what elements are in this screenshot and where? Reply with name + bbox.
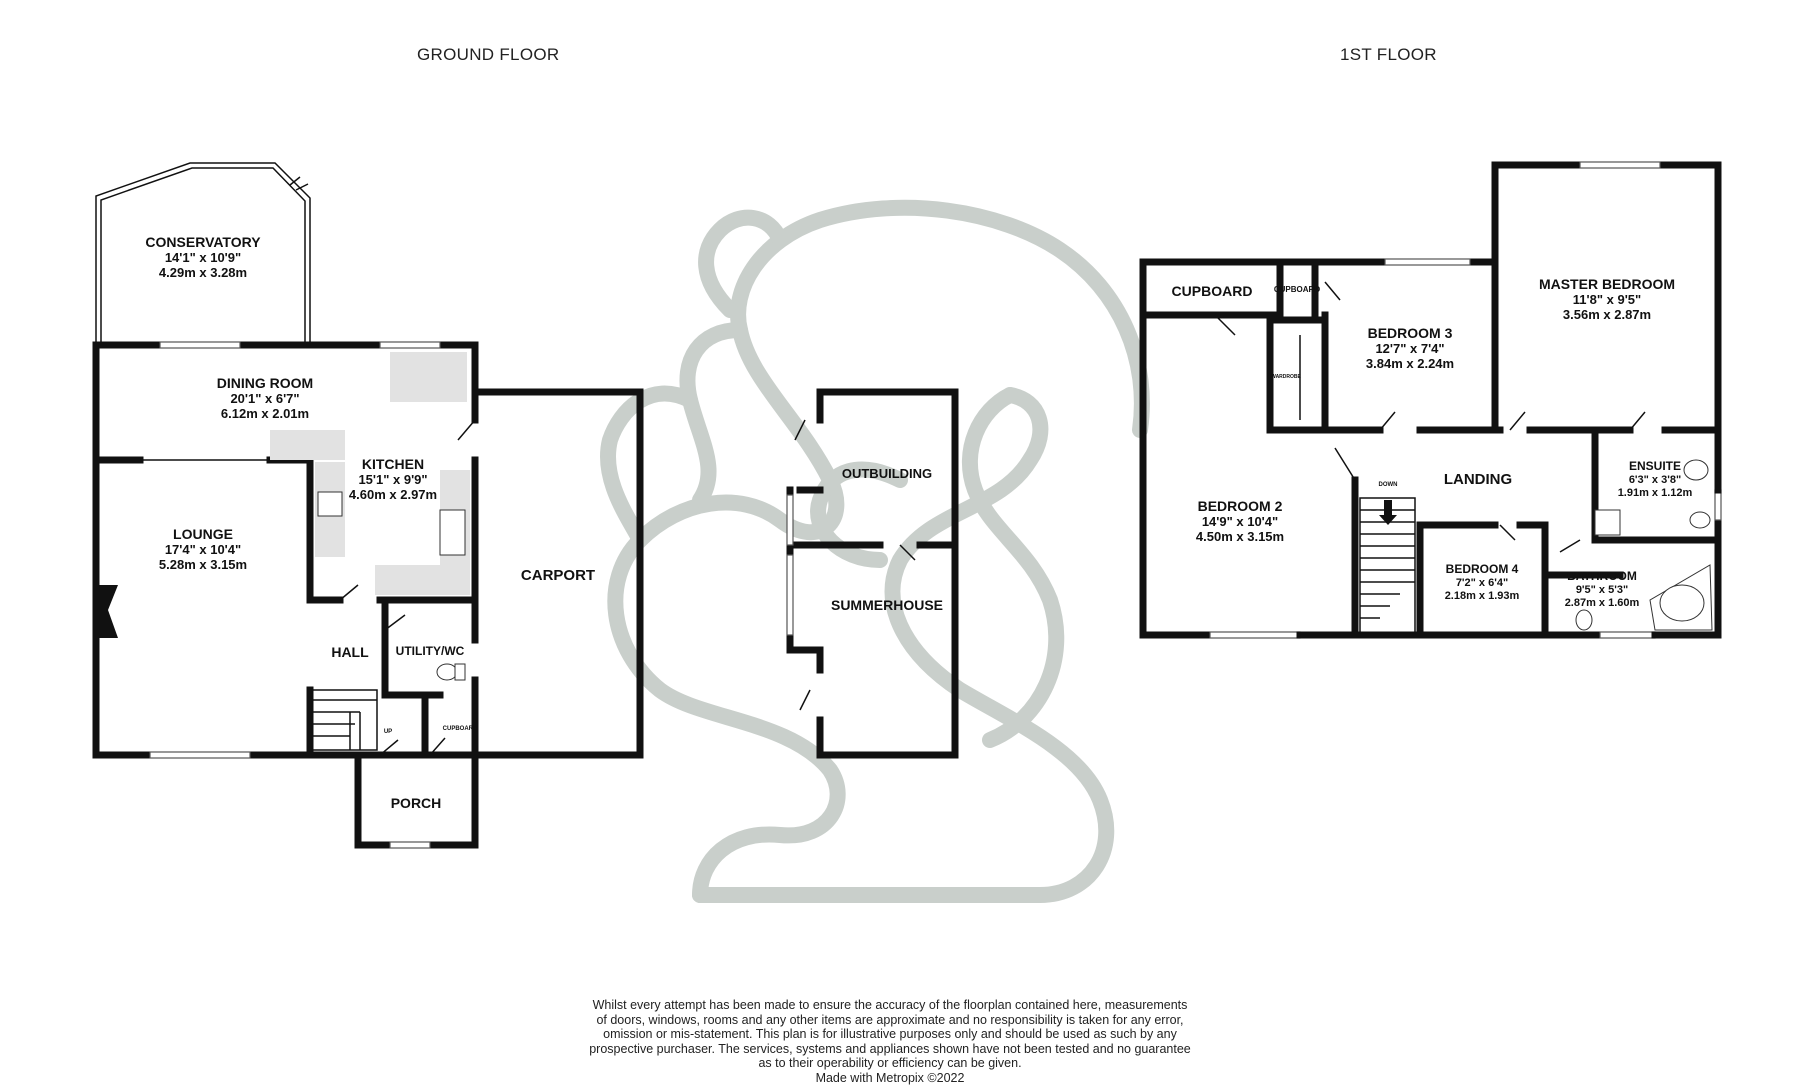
conservatory-name: CONSERVATORY — [145, 234, 261, 250]
bedroom2-imperial: 14'9" x 10'4" — [1202, 514, 1278, 529]
bedroom4-metric: 2.18m x 1.93m — [1445, 590, 1520, 602]
ensuite-imperial: 6'3" x 3'8" — [1629, 474, 1681, 486]
bathroom-metric: 2.87m x 1.60m — [1565, 597, 1640, 609]
porch-name: PORCH — [391, 795, 442, 811]
hall-name: HALL — [331, 644, 369, 660]
first-floor-plan: DOWN — [1143, 162, 1721, 638]
disclaimer-text: Whilst every attempt has been made to en… — [560, 998, 1220, 1085]
dining-room-metric: 6.12m x 2.01m — [221, 406, 309, 421]
disclaimer-credit: Made with Metropix ©2022 — [560, 1071, 1220, 1085]
bedroom4-name: BEDROOM 4 — [1446, 562, 1519, 576]
master-bedroom-name: MASTER BEDROOM — [1539, 276, 1675, 292]
disclaimer-line: prospective purchaser. The services, sys… — [560, 1042, 1220, 1057]
outbuilding-name: OUTBUILDING — [842, 466, 932, 481]
bedroom2-name: BEDROOM 2 — [1198, 498, 1283, 514]
bedroom3-metric: 3.84m x 2.24m — [1366, 356, 1454, 371]
kitchen-imperial: 15'1" x 9'9" — [358, 472, 427, 487]
bedroom4-imperial: 7'2" x 6'4" — [1456, 577, 1508, 589]
squirrel-logo-watermark — [608, 208, 1142, 895]
ensuite-metric: 1.91m x 1.12m — [1618, 487, 1693, 499]
stairs-up-label: UP — [384, 729, 392, 735]
conservatory-metric: 4.29m x 3.28m — [159, 265, 247, 280]
ground-stairs — [312, 690, 377, 750]
bathroom-name: BATHROOM — [1567, 569, 1637, 583]
bathroom-imperial: 9'5" x 5'3" — [1576, 584, 1628, 596]
landing-name: LANDING — [1444, 471, 1512, 488]
disclaimer-line: omission or mis-statement. This plan is … — [560, 1027, 1220, 1042]
utility-name: UTILITY/WC — [396, 644, 465, 658]
lounge-metric: 5.28m x 3.15m — [159, 557, 247, 572]
lounge-name: LOUNGE — [173, 526, 233, 542]
disclaimer-line: as to their operability or efficiency ca… — [560, 1056, 1220, 1071]
conservatory-imperial: 14'1" x 10'9" — [165, 250, 241, 265]
disclaimer-line: of doors, windows, rooms and any other i… — [560, 1013, 1220, 1028]
wardrobe-name: WARDROBE — [1271, 374, 1301, 380]
master-bedroom-imperial: 11'8" x 9'5" — [1573, 292, 1641, 307]
dining-room-imperial: 20'1" x 6'7" — [230, 391, 299, 406]
summerhouse-name: SUMMERHOUSE — [831, 597, 943, 613]
kitchen-name: KITCHEN — [362, 456, 424, 472]
ground-cupboard-name: CUPBOARD — [443, 726, 478, 732]
ensuite-name: ENSUITE — [1629, 459, 1681, 473]
bedroom3-imperial: 12'7" x 7'4" — [1375, 341, 1444, 356]
stairs-down-label: DOWN — [1379, 482, 1398, 488]
lounge-imperial: 17'4" x 10'4" — [165, 542, 241, 557]
disclaimer-line: Whilst every attempt has been made to en… — [560, 998, 1220, 1013]
cupboard-large-name: CUPBOARD — [1172, 283, 1253, 299]
kitchen-metric: 4.60m x 2.97m — [349, 487, 437, 502]
bedroom2-metric: 4.50m x 3.15m — [1196, 529, 1284, 544]
bedroom3-name: BEDROOM 3 — [1368, 325, 1453, 341]
dining-room-name: DINING ROOM — [217, 375, 313, 391]
cupboard-small-name: CUPBOARD — [1274, 285, 1320, 294]
master-bedroom-metric: 3.56m x 2.87m — [1563, 307, 1651, 322]
carport-name: CARPORT — [521, 567, 595, 584]
